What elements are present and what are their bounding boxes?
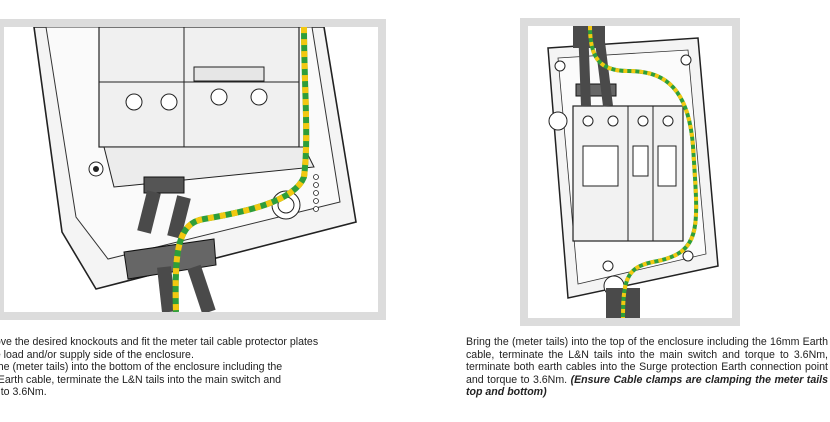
instruction-paragraph: Bring the (meter tails) into the top of … (466, 336, 828, 399)
instruction-line: ue to 3.6Nm. (0, 386, 376, 399)
top-entry-illustration (528, 26, 732, 318)
step-instructions-top-entry: Bring the (meter tails) into the top of … (466, 336, 828, 399)
top-entry-diagram (520, 18, 740, 326)
bottom-entry-illustration (4, 27, 378, 312)
instruction-line: g the (meter tails) into the bottom of t… (0, 361, 376, 374)
instruction-line: m Earth cable, terminate the L&N tails i… (0, 374, 376, 387)
instruction-line: the load and/or supply side of the enclo… (0, 349, 376, 362)
step-instructions-bottom-entry: move the desired knockouts and fit the m… (0, 336, 376, 399)
bottom-entry-diagram (0, 19, 386, 320)
instruction-line: move the desired knockouts and fit the m… (0, 336, 376, 349)
